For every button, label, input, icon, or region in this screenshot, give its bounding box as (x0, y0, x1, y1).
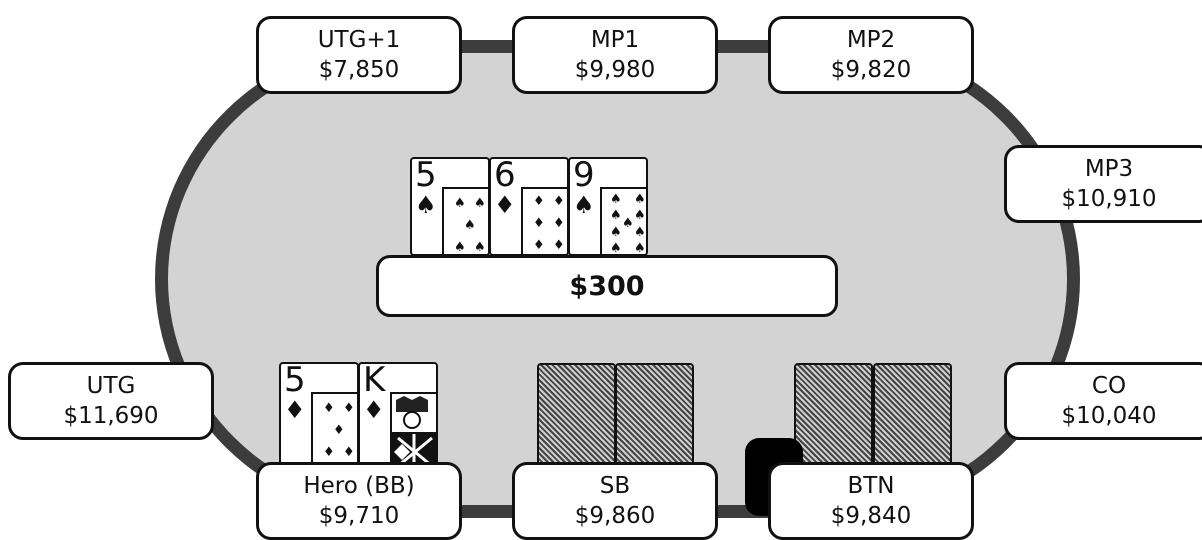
spade-icon: ♠ (474, 241, 486, 254)
seat-stack: $9,840 (831, 501, 911, 531)
seat-utg-plus-1[interactable]: UTG+1 $7,850 (256, 16, 462, 94)
card-rank: 5 (415, 157, 437, 194)
hero-card-1: 5 ♦ ♦ ♦ ♦ ♦ ♦ (279, 362, 359, 468)
diamond-icon: ♦ (533, 239, 545, 252)
seat-position-label: Hero (BB) (303, 471, 414, 501)
spade-icon: ♠ (610, 209, 622, 222)
pot-display: $300 (376, 255, 838, 317)
seat-sb[interactable]: SB $9,860 (512, 462, 718, 540)
btn-card-back-1 (794, 363, 873, 468)
diamond-icon: ♦ (494, 193, 516, 217)
diamond-icon: ♦ (284, 398, 306, 422)
card-rank: K (363, 362, 385, 399)
card-rank: 5 (284, 362, 306, 399)
seat-position-label: CO (1092, 371, 1126, 401)
pot-amount: $300 (569, 271, 644, 302)
seat-btn[interactable]: BTN $9,840 (768, 462, 974, 540)
board-card-3: 9 ♠ ♠ ♠ ♠ ♠ ♠ ♠ ♠ ♠ ♠ (568, 157, 648, 256)
card-face (390, 392, 436, 468)
spade-icon: ♠ (634, 242, 646, 255)
seat-mp3[interactable]: MP3 $10,910 (1004, 145, 1202, 223)
seat-stack: $11,690 (63, 401, 158, 431)
btn-card-back-2 (873, 363, 952, 468)
spade-icon: ♠ (634, 193, 646, 206)
seat-stack: $9,820 (831, 55, 911, 85)
spade-icon: ♠ (474, 197, 486, 210)
seat-stack: $9,860 (575, 501, 655, 531)
board-card-1: 5 ♠ ♠ ♠ ♠ ♠ ♠ (410, 157, 490, 256)
seat-position-label: UTG+1 (318, 25, 401, 55)
spade-icon: ♠ (610, 226, 622, 239)
diamond-icon: ♦ (533, 217, 545, 230)
spade-icon: ♠ (573, 193, 595, 217)
sb-card-back-2 (615, 363, 694, 468)
spade-icon: ♠ (415, 193, 437, 217)
card-rank: 6 (494, 157, 516, 194)
spade-icon: ♠ (610, 193, 622, 206)
spade-icon: ♠ (634, 226, 646, 239)
board-card-2: 6 ♦ ♦ ♦ ♦ ♦ ♦ ♦ (489, 157, 569, 256)
diamond-icon: ♦ (323, 402, 335, 415)
seat-co[interactable]: CO $10,040 (1004, 362, 1202, 440)
seat-position-label: MP3 (1085, 154, 1133, 184)
diamond-icon: ♦ (333, 424, 345, 437)
seat-stack: $10,040 (1061, 401, 1156, 431)
seat-hero-bb[interactable]: Hero (BB) $9,710 (256, 462, 462, 540)
spade-icon: ♠ (464, 219, 476, 232)
seat-position-label: UTG (87, 371, 136, 401)
diamond-icon: ♦ (553, 217, 565, 230)
king-figure-icon (392, 394, 438, 468)
seat-stack: $9,980 (575, 55, 655, 85)
seat-stack: $9,710 (319, 501, 399, 531)
seat-position-label: BTN (847, 471, 894, 501)
hero-card-2: K ♦ (358, 362, 438, 468)
spade-icon: ♠ (622, 217, 634, 230)
sb-card-back-1 (537, 363, 616, 468)
diamond-icon: ♦ (343, 446, 355, 459)
seat-mp1[interactable]: MP1 $9,980 (512, 16, 718, 94)
diamond-icon: ♦ (553, 195, 565, 208)
card-face: ♠ ♠ ♠ ♠ ♠ (442, 187, 488, 256)
card-face: ♦ ♦ ♦ ♦ ♦ (311, 392, 357, 468)
card-face: ♦ ♦ ♦ ♦ ♦ ♦ (521, 187, 567, 256)
seat-stack: $10,910 (1061, 184, 1156, 214)
diamond-icon: ♦ (533, 195, 545, 208)
spade-icon: ♠ (610, 242, 622, 255)
diamond-icon: ♦ (323, 446, 335, 459)
diamond-icon: ♦ (343, 402, 355, 415)
diamond-icon: ♦ (363, 398, 385, 422)
seat-stack: $7,850 (319, 55, 399, 85)
seat-position-label: SB (600, 471, 630, 501)
card-rank: 9 (573, 157, 595, 194)
seat-position-label: MP1 (591, 25, 639, 55)
diamond-icon: ♦ (553, 239, 565, 252)
spade-icon: ♠ (454, 241, 466, 254)
seat-utg[interactable]: UTG $11,690 (8, 362, 214, 440)
spade-icon: ♠ (634, 209, 646, 222)
seat-mp2[interactable]: MP2 $9,820 (768, 16, 974, 94)
seat-position-label: MP2 (847, 25, 895, 55)
card-face: ♠ ♠ ♠ ♠ ♠ ♠ ♠ ♠ ♠ (600, 187, 646, 256)
spade-icon: ♠ (454, 197, 466, 210)
